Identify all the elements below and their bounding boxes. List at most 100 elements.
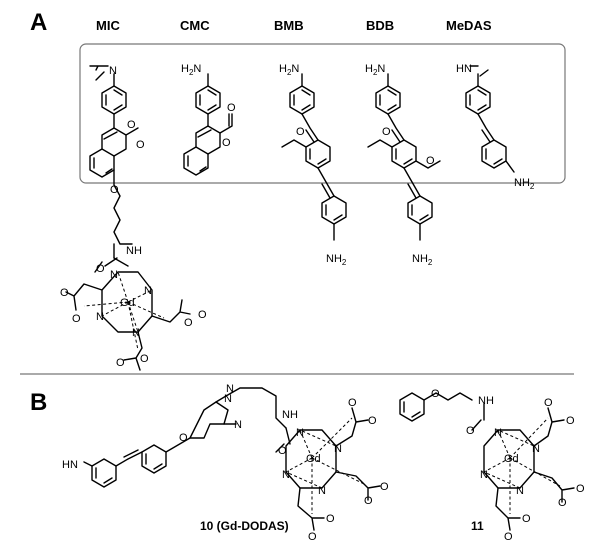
atom-11-o7: O [504,531,513,543]
atom-10-o7: O [308,531,317,543]
atom-mic-gd-text: Gd [120,297,135,309]
atom-bdb-h2n-text: H [365,63,373,75]
atom-10-o7-text: O [308,531,317,543]
atom-10-n5: N [334,443,342,455]
atom-bmb-nh2: NH2 [326,253,347,267]
atom-mic-o2: O [127,119,136,131]
atom-mic-n4-text: N [132,327,140,339]
atom-mic-nh: NH [126,245,142,257]
atom-11-o3-text: O [544,397,553,409]
atom-11-n1: N [494,427,502,439]
atom-10-o5-text: O [380,481,389,493]
atom-10-hn: HN [62,459,78,471]
atom-bdb-nh2: NH2 [412,253,433,267]
highlight-box [79,43,566,184]
atom-10-n2: N [224,393,232,405]
atom-11-o4: O [566,415,575,427]
atom-11-n4: N [516,485,524,497]
atom-cmc-h2n-n: N [193,63,201,75]
atom-bmb-nh2-text: NH [326,253,342,265]
atom-mic-gd: Gd [120,297,135,309]
atom-11-o5-text: O [576,483,585,495]
atom-11-n1-text: N [494,427,502,439]
atom-medas-nh2-text: NH [514,177,530,189]
atom-mic-o9: O [116,357,125,369]
atom-10-o1: O [179,432,188,444]
atom-10-gd-text: Gd [306,453,321,465]
atom-bdb-h2n: H2N [365,63,385,77]
atom-11-nh: NH [478,395,494,407]
atom-10-o4-text: O [368,415,377,427]
atom-mic-o6: O [72,313,81,325]
atom-10-n4: N [296,427,304,439]
atom-medas-nh2: NH2 [514,177,535,191]
atom-mic-o7-text: O [184,317,193,329]
atom-mic-o7: O [184,317,193,329]
atom-10-o1-text: O [179,432,188,444]
atom-10-o2: O [278,445,287,457]
atom-bmb-h2n-subscript: 2 [287,68,292,77]
atom-11-o2: O [466,425,475,437]
structure-medas [465,65,515,173]
atom-11-n2-text: N [532,443,540,455]
atom-bmb-h2n: H2N [279,63,299,77]
atom-mic-n2-text: N [144,285,152,297]
atom-11-o7-text: O [504,531,513,543]
atom-bdb-o2-text: O [426,155,435,167]
atom-11-o8-text: O [522,513,531,525]
atom-11-n4-text: N [516,485,524,497]
atom-bmb-h2n-n: N [291,63,299,75]
compound-label-bmb: BMB [274,18,304,33]
atom-mic-o4: O [96,263,105,275]
atom-10-n3: N [226,383,234,395]
atom-11-o6-text: O [558,497,567,509]
atom-mic-n4: N [132,327,140,339]
atom-bdb-o1: O [382,126,391,138]
structure-bdb [367,73,441,241]
structure-10 [83,387,381,531]
atom-bdb-nh2-text: NH [412,253,428,265]
atom-mic-o4-text: O [96,263,105,275]
atom-bmb-h2n-text: H [279,63,287,75]
atom-bmb-o: O [296,126,305,138]
atom-10-hn-text: HN [62,459,78,471]
atom-bdb-nh2-subscript: 2 [428,258,433,267]
atom-11-o6: O [558,497,567,509]
atom-10-o3: O [348,397,357,409]
atom-10-n5-text: N [334,443,342,455]
atom-cmc-h2n: H2N [181,63,201,77]
atom-10-n7: N [318,485,326,497]
atom-11-o4-text: O [566,415,575,427]
atom-mic-o2-text: O [127,119,136,131]
atom-bdb-o1-text: O [382,126,391,138]
atom-mic-o1-text: O [136,139,145,151]
atom-medas-nh2-subscript: 2 [530,182,535,191]
atom-10-o6: O [364,495,373,507]
atom-bmb-o-text: O [296,126,305,138]
atom-10-n7-text: N [318,485,326,497]
atom-cmc-h2n-subscript: 2 [189,68,194,77]
atom-11-o1: O [431,388,440,400]
compound-label-medas: MeDAS [446,18,492,33]
atom-mic-o8-text: O [198,309,207,321]
atom-bdb-h2n-n: N [377,63,385,75]
compound-label-11: 11 [471,519,484,533]
atom-10-o8-text: O [326,513,335,525]
atom-mic-o5: O [60,287,69,299]
atom-10-n6: N [282,469,290,481]
atom-11-o8: O [522,513,531,525]
atom-mic-n-text: N [109,65,117,77]
structure-11 [399,392,575,531]
atom-mic-n3: N [96,311,104,323]
atom-10-n2-text: N [224,393,232,405]
atom-10-n3-text: N [226,383,234,395]
atom-10-n1-text: N [234,419,242,431]
atom-bdb-o2: O [426,155,435,167]
atom-11-gd-text: Gd [504,453,519,465]
atom-cmc-h2n-text: H [181,63,189,75]
atom-10-n1: N [234,419,242,431]
compound-label-10: 10 (Gd-DODAS) [200,519,289,533]
atom-10-o2-text: O [278,445,287,457]
